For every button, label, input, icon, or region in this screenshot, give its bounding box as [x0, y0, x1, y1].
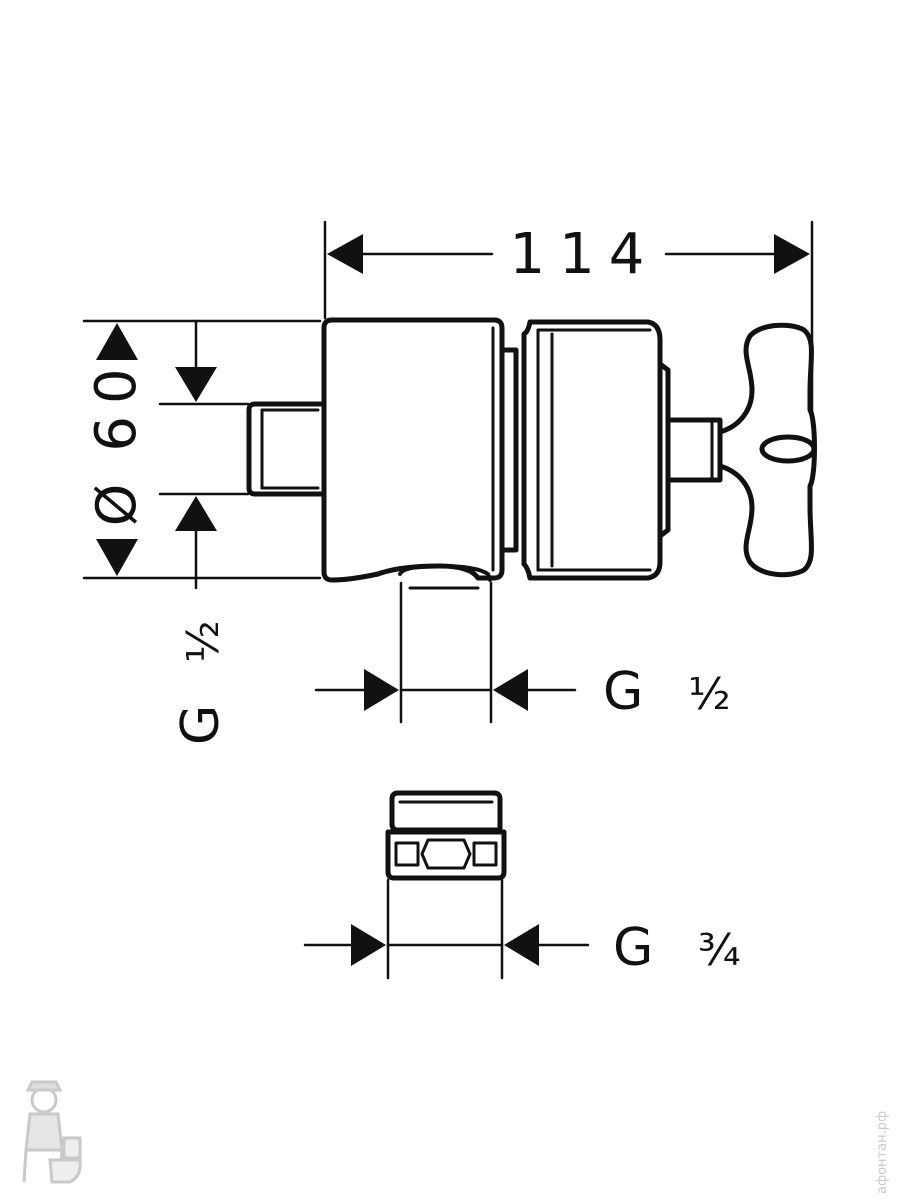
main-body	[321, 317, 505, 583]
adapter-dimension	[303, 878, 590, 980]
diameter-symbol-group: Ø	[85, 484, 148, 527]
adapter-thread-size: ¾	[698, 925, 741, 976]
gap-ring	[499, 347, 519, 553]
outlet-thread-letter: G	[603, 662, 643, 722]
inlet-thread-letter: G	[171, 705, 231, 745]
outlet-dimension	[314, 581, 577, 724]
side-inlet-dimension	[158, 319, 250, 590]
outlet-thread-size: ½	[688, 669, 731, 720]
inlet-arrow-top	[175, 367, 217, 402]
cross-handle	[717, 322, 817, 578]
watermark-text-group: афонтан.рф	[875, 1111, 890, 1194]
bonnet-step	[657, 361, 671, 539]
adapter-arrow-right	[504, 924, 539, 966]
adapter-fitting	[385, 790, 507, 881]
inlet-stub	[246, 401, 326, 497]
outlet-stub	[398, 564, 492, 582]
plumber-mascot-logo	[22, 1080, 82, 1184]
outlet-arrow-right	[493, 669, 528, 711]
inlet-arrow-bottom	[175, 496, 217, 531]
outlet-arrow-left	[364, 669, 399, 711]
diameter-symbol: Ø	[85, 484, 148, 527]
watermark-text: афонтан.рф	[875, 1111, 890, 1194]
adapter-arrow-left	[351, 924, 386, 966]
diameter-label: 60	[84, 356, 149, 451]
diameter-value: 60	[84, 356, 149, 451]
adapter-top	[389, 790, 503, 833]
length-arrow-left	[327, 234, 363, 274]
diameter-arrow-top	[96, 323, 138, 360]
diameter-dimension	[82, 319, 322, 580]
length-arrow-right	[774, 234, 810, 274]
diameter-arrow-bottom	[96, 539, 138, 576]
adapter-hex	[385, 829, 507, 881]
length-dimension	[323, 220, 814, 417]
adapter-hex-face	[420, 838, 472, 870]
length-value: 114	[510, 222, 659, 287]
bonnet	[521, 319, 663, 581]
cross-handle-hub	[759, 434, 817, 464]
valve-body	[246, 317, 817, 590]
adapter-thread-letter: G	[613, 918, 653, 978]
inlet-thread-size: ½	[178, 620, 229, 663]
inlet-thread-label: G ½	[171, 620, 231, 745]
